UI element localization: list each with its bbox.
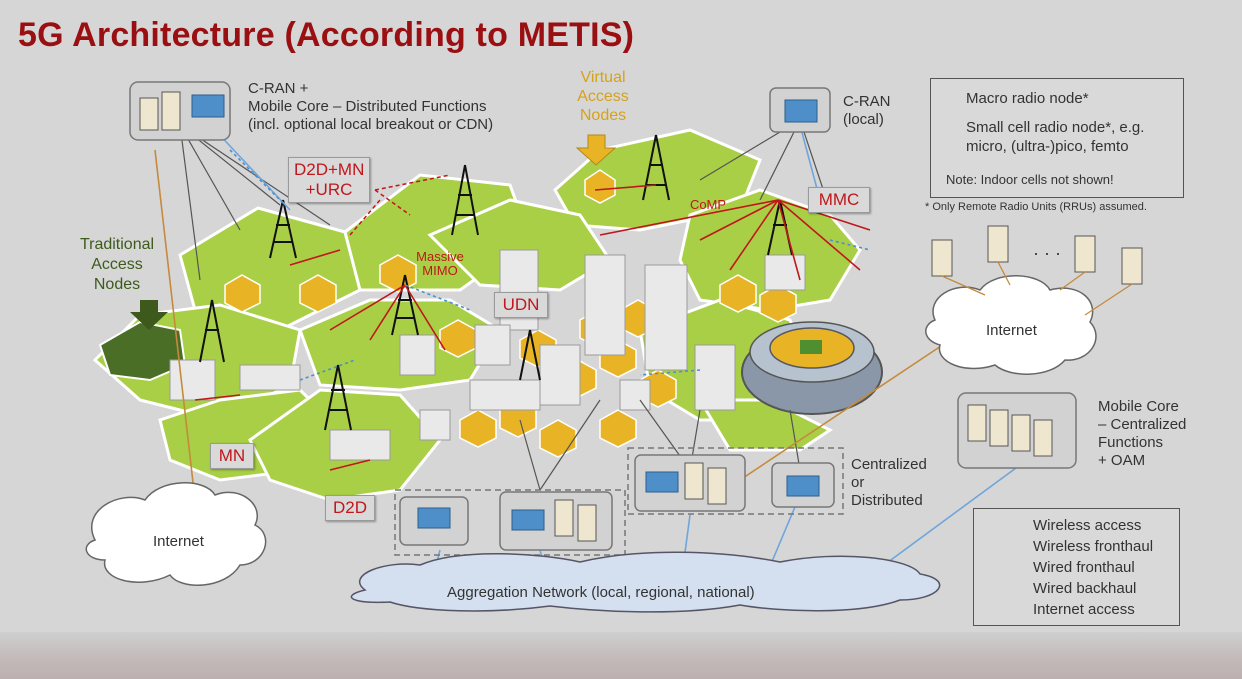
server-icon bbox=[1011, 414, 1031, 452]
legend-wired-fronthaul: Wired fronthaul bbox=[1033, 559, 1135, 576]
server-icon bbox=[967, 404, 987, 442]
legend-macro-label: Macro radio node* bbox=[966, 90, 1089, 107]
server-icon bbox=[139, 97, 159, 131]
building bbox=[169, 359, 216, 401]
switch-icon bbox=[784, 99, 818, 123]
page-title: 5G Architecture (According to METIS) bbox=[18, 16, 635, 54]
server-icon bbox=[1121, 247, 1143, 285]
virtual-access-arrow bbox=[575, 134, 617, 166]
internet-left-label: Internet bbox=[153, 533, 204, 550]
server-icon bbox=[931, 239, 953, 277]
small-cell-hex bbox=[599, 409, 637, 448]
server-ellipsis: · · · bbox=[1033, 243, 1061, 263]
mmc-box: MMC bbox=[808, 187, 870, 213]
legend-note: Note: Indoor cells not shown! bbox=[946, 172, 1114, 187]
macro-tower-icon bbox=[269, 199, 297, 259]
building bbox=[644, 264, 688, 371]
server-icon bbox=[1074, 235, 1096, 273]
d2d-mn-urc-box: D2D+MN +URC bbox=[288, 157, 370, 203]
massive-mimo-label: Massive MIMO bbox=[416, 249, 464, 278]
server-icon bbox=[707, 467, 727, 505]
internet-cloud-left bbox=[85, 482, 267, 586]
small-cell-hex bbox=[719, 274, 757, 313]
small-cell-hex bbox=[584, 169, 616, 204]
macro-tower-icon bbox=[451, 164, 479, 236]
server-icon bbox=[1033, 419, 1053, 457]
mn-box: MN bbox=[210, 443, 254, 469]
building bbox=[399, 334, 436, 376]
building bbox=[474, 324, 511, 366]
legend-small-cell-label: Small cell radio node*, e.g. micro, (ult… bbox=[966, 119, 1145, 155]
legend-footnote: * Only Remote Radio Units (RRUs) assumed… bbox=[925, 201, 1147, 213]
server-icon bbox=[161, 91, 181, 131]
building bbox=[499, 249, 539, 331]
legend-internet-access: Internet access bbox=[1033, 601, 1135, 618]
node-legend bbox=[930, 78, 1184, 198]
link-legend bbox=[973, 508, 1180, 626]
macro-tower-icon bbox=[519, 329, 541, 381]
building bbox=[419, 409, 451, 441]
switch-icon bbox=[645, 471, 679, 493]
small-cell-hex bbox=[299, 274, 337, 313]
macro-tower-icon bbox=[324, 364, 352, 431]
building bbox=[619, 379, 651, 411]
switch-icon bbox=[511, 509, 545, 531]
traditional-access-label: Traditional Access Nodes bbox=[79, 236, 155, 293]
internet-cloud-right bbox=[925, 275, 1097, 375]
macro-tower-icon bbox=[199, 299, 225, 363]
server-icon bbox=[989, 409, 1009, 447]
internet-right-label: Internet bbox=[986, 322, 1037, 339]
legend-wired-backhaul: Wired backhaul bbox=[1033, 580, 1137, 597]
small-cell-hex bbox=[539, 419, 577, 458]
centralized-or-distributed-label: Centralized or Distributed bbox=[851, 456, 927, 509]
building-layer bbox=[169, 249, 806, 461]
aggregation-network-label: Aggregation Network (local, regional, na… bbox=[447, 584, 755, 601]
traditional-access-arrow bbox=[130, 300, 168, 330]
aggregation-cloud bbox=[350, 551, 941, 613]
server-icon bbox=[684, 462, 704, 500]
building bbox=[329, 429, 391, 461]
stadium bbox=[741, 321, 883, 415]
small-cell-hex bbox=[224, 274, 261, 313]
d2d-box: D2D bbox=[325, 495, 375, 521]
server-icon bbox=[554, 499, 574, 537]
building bbox=[469, 379, 541, 411]
switch-icon bbox=[786, 475, 820, 497]
cran-distributed-label: C-RAN + Mobile Core – Distributed Functi… bbox=[248, 80, 494, 133]
building bbox=[539, 344, 581, 406]
footer-band bbox=[0, 632, 1242, 679]
switch-icon bbox=[417, 507, 451, 529]
legend-wireless-access: Wireless access bbox=[1033, 517, 1142, 534]
small-cell-hex bbox=[459, 409, 497, 448]
comp-label: CoMP bbox=[689, 197, 727, 212]
wireless-fronthaul-arrows bbox=[229, 149, 871, 381]
server-icon bbox=[577, 504, 597, 542]
server-layer bbox=[139, 91, 1143, 542]
internet-access-lines bbox=[154, 149, 951, 501]
building bbox=[584, 254, 626, 356]
switch-icon bbox=[191, 94, 225, 118]
cran-local-label: C-RAN (local) bbox=[843, 93, 891, 128]
d2d-links bbox=[349, 174, 451, 236]
wireless-access-arrows bbox=[194, 184, 871, 471]
server-icon bbox=[987, 225, 1009, 263]
virtual-access-label: Virtual Access Nodes bbox=[577, 69, 629, 124]
legend-wireless-fronthaul: Wireless fronthaul bbox=[1033, 538, 1154, 555]
building bbox=[764, 254, 806, 291]
building bbox=[239, 364, 301, 391]
internet-server-links bbox=[941, 261, 1133, 316]
building bbox=[694, 344, 736, 411]
udn-box: UDN bbox=[494, 292, 548, 318]
mobile-core-centralized-label: Mobile Core – Centralized Functions + OA… bbox=[1098, 398, 1187, 469]
switch-layer bbox=[191, 94, 820, 531]
